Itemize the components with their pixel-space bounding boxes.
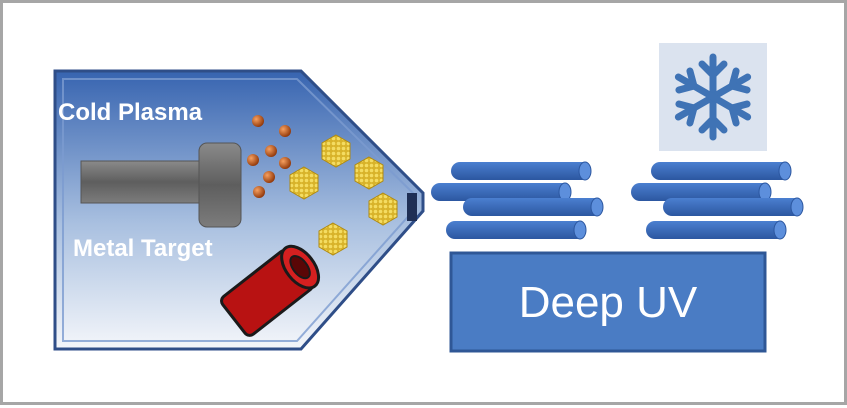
cold-plasma-label: Cold Plasma (58, 99, 203, 126)
particle (265, 145, 277, 157)
deep-uv-label: Deep UV (519, 278, 698, 327)
nanorod (650, 161, 792, 181)
metal-target (80, 142, 242, 228)
deep-uv-block: Deep UV (449, 251, 767, 353)
plasma-synthesis-diagram: Cold Plasma Metal Target Deep UV (53, 43, 804, 353)
nanorod (662, 197, 804, 217)
particle (279, 157, 291, 169)
particle (247, 154, 259, 166)
nanorod-stack-right (630, 161, 804, 240)
nanorod (462, 197, 604, 217)
chamber-nozzle (407, 193, 417, 221)
particle (263, 171, 275, 183)
particle (279, 125, 291, 137)
metal-particles (247, 115, 291, 198)
particle (253, 186, 265, 198)
gas-inlet-tube (220, 244, 321, 337)
metal-target-label: Metal Target (73, 235, 213, 262)
nanorod (645, 220, 787, 240)
nanorod (445, 220, 587, 240)
nanorod (450, 161, 592, 181)
snowflake-icon (659, 43, 767, 151)
nanorod-stack-left (430, 161, 604, 240)
particle (252, 115, 264, 127)
